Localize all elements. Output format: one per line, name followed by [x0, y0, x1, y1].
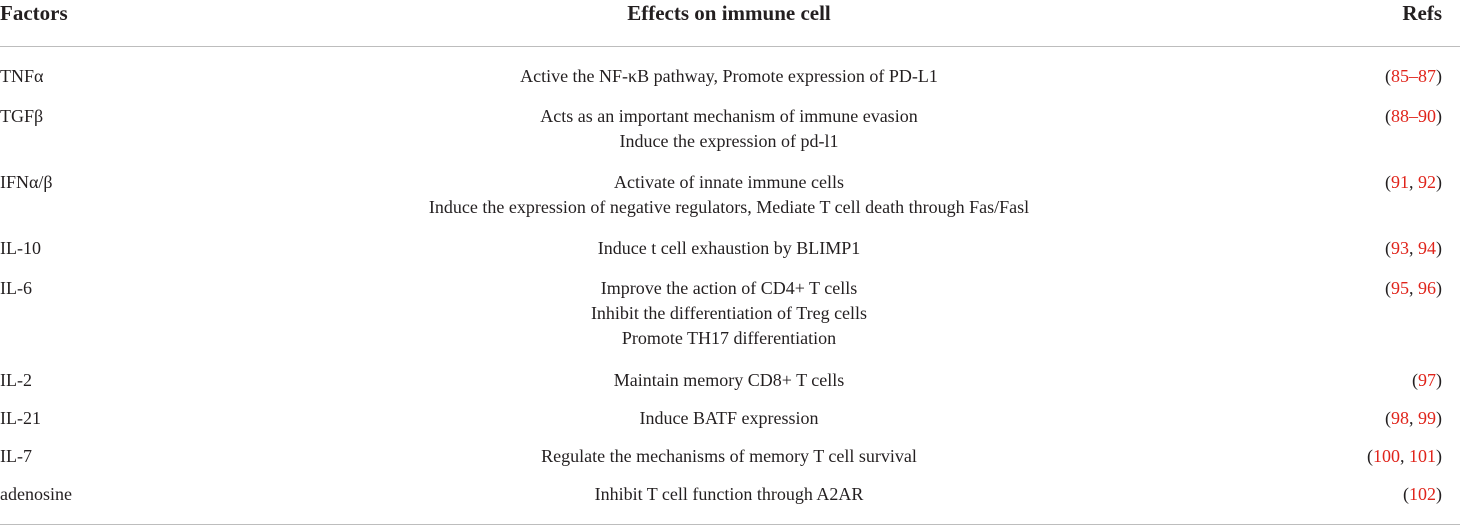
ref-link[interactable]: 101: [1409, 446, 1436, 466]
ref-link[interactable]: 98: [1391, 408, 1409, 428]
effect-line: Induce t cell exhaustion by BLIMP1: [597, 238, 861, 258]
effect-line: Improve the action of CD4+ T cells: [600, 278, 858, 298]
effects-cell: Acts as an important mechanism of immune…: [220, 104, 1238, 154]
effect-line: Acts as an important mechanism of immune…: [540, 106, 918, 126]
effects-cell: Inhibit T cell function through A2AR: [220, 482, 1238, 507]
ref-link[interactable]: 93: [1391, 238, 1409, 258]
refs-cell: (98, 99): [1385, 408, 1442, 428]
ref-close-paren: ): [1436, 484, 1442, 504]
effects-cell: Induce t cell exhaustion by BLIMP1: [220, 236, 1238, 261]
header-refs: Refs: [1402, 1, 1442, 25]
ref-link[interactable]: 88–90: [1391, 106, 1436, 126]
ref-open-paren: (: [1385, 408, 1391, 428]
bottom-rule: [0, 524, 1460, 525]
effects-cell: Maintain memory CD8+ T cells: [220, 368, 1238, 393]
effects-cell: Active the NF-κB pathway, Promote expres…: [220, 64, 1238, 89]
factor-cell: IL-2: [0, 370, 32, 390]
effect-line: Maintain memory CD8+ T cells: [613, 370, 845, 390]
ref-link[interactable]: 94: [1418, 238, 1436, 258]
factor-cell: IL-10: [0, 238, 41, 258]
factor-cell: IL-21: [0, 408, 41, 428]
ref-link[interactable]: 95: [1391, 278, 1409, 298]
ref-close-paren: ): [1436, 106, 1442, 126]
refs-cell: (93, 94): [1385, 238, 1442, 258]
ref-open-paren: (: [1385, 66, 1391, 86]
effects-cell: Induce BATF expression: [220, 406, 1238, 431]
effect-line: Induce the expression of negative regula…: [428, 197, 1030, 217]
factor-cell: TGFβ: [0, 106, 44, 126]
ref-open-paren: (: [1403, 484, 1409, 504]
refs-cell: (97): [1412, 368, 1442, 393]
ref-open-paren: (: [1412, 370, 1418, 390]
refs-cell: (95, 96): [1385, 278, 1442, 298]
ref-close-paren: ): [1436, 172, 1442, 192]
header-factors: Factors: [0, 1, 68, 25]
ref-close-paren: ): [1436, 238, 1442, 258]
effect-line: Regulate the mechanisms of memory T cell…: [541, 446, 917, 466]
factor-cell: IL-6: [0, 278, 32, 298]
effect-line: Induce BATF expression: [639, 408, 819, 428]
ref-link[interactable]: 85–87: [1391, 66, 1436, 86]
ref-open-paren: (: [1367, 446, 1373, 466]
refs-cell: (91, 92): [1385, 172, 1442, 192]
factor-cell: IFNα/β: [0, 172, 53, 192]
ref-close-paren: ): [1436, 446, 1442, 466]
factor-cell: adenosine: [0, 484, 72, 504]
effect-line: Induce the expression of pd-l1: [619, 131, 839, 151]
ref-open-paren: (: [1385, 278, 1391, 298]
effect-line: Inhibit the differentiation of Treg cell…: [590, 303, 868, 323]
ref-open-paren: (: [1385, 172, 1391, 192]
effect-line: Inhibit T cell function through A2AR: [594, 484, 864, 504]
ref-close-paren: ): [1436, 278, 1442, 298]
ref-close-paren: ): [1436, 370, 1442, 390]
ref-link[interactable]: 102: [1409, 484, 1436, 504]
ref-link[interactable]: 99: [1418, 408, 1436, 428]
factor-cell: TNFα: [0, 66, 44, 86]
effect-line: Promote TH17 differentiation: [621, 328, 837, 348]
effect-line: Active the NF-κB pathway, Promote expres…: [520, 66, 938, 86]
ref-close-paren: ): [1436, 408, 1442, 428]
header-effects: Effects on immune cell: [627, 1, 831, 25]
table-header: Factors Effects on immune cell Refs: [0, 0, 1460, 30]
ref-link[interactable]: 92: [1418, 172, 1436, 192]
header-rule: [0, 46, 1460, 47]
ref-link[interactable]: 96: [1418, 278, 1436, 298]
refs-cell: (88–90): [1385, 104, 1442, 129]
refs-cell: (100, 101): [1367, 446, 1442, 466]
refs-cell: (85–87): [1385, 64, 1442, 89]
ref-close-paren: ): [1436, 66, 1442, 86]
ref-link[interactable]: 97: [1418, 370, 1436, 390]
ref-link[interactable]: 91: [1391, 172, 1409, 192]
ref-link[interactable]: 100: [1373, 446, 1400, 466]
ref-open-paren: (: [1385, 238, 1391, 258]
effects-cell: Regulate the mechanisms of memory T cell…: [220, 444, 1238, 469]
effect-line: Activate of innate immune cells: [614, 172, 844, 192]
ref-open-paren: (: [1385, 106, 1391, 126]
refs-cell: (102): [1403, 482, 1442, 507]
factor-cell: IL-7: [0, 446, 32, 466]
